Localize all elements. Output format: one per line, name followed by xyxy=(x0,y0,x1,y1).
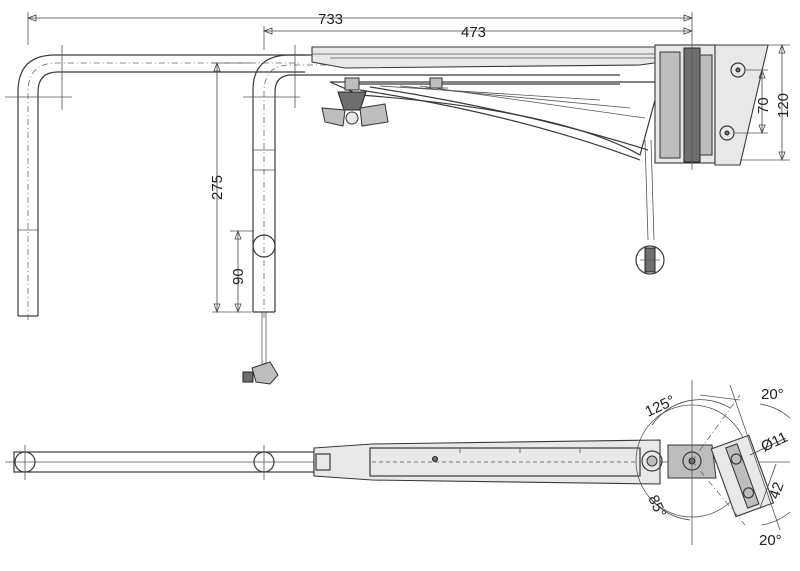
inner-rod-centerline xyxy=(263,64,620,318)
pivot-mount xyxy=(654,40,769,170)
dim-tilt-bottom: 20° xyxy=(759,532,782,549)
side-view xyxy=(5,40,769,385)
dim-tilt-top: 20° xyxy=(761,386,784,403)
dim-angle-bottom: 85° xyxy=(644,493,669,521)
top-view xyxy=(5,380,790,545)
dim-mount-height: 70 xyxy=(755,97,772,114)
dim-mount-total-height: 120 xyxy=(775,93,792,118)
inner-wiper-rod xyxy=(252,54,620,313)
dim-arm-length: 473 xyxy=(461,24,486,41)
outer-wiper-rod xyxy=(17,54,305,317)
dim-slot-length: 42 xyxy=(766,480,788,501)
dim-overall-length: 733 xyxy=(318,11,343,28)
side-view-dimensions: 733 473 275 90 70 120 xyxy=(26,11,792,314)
arm-housing xyxy=(311,46,676,69)
dim-angle-top: 125° xyxy=(643,392,678,421)
dim-hole-diameter: Ø11 xyxy=(759,429,791,456)
outer-rod-centerline xyxy=(27,62,300,320)
tilted-mount xyxy=(710,434,775,518)
adjustment-knob xyxy=(321,77,389,127)
rod-cable-plug xyxy=(251,361,279,385)
dim-lower-section: 90 xyxy=(230,268,247,285)
connector-icon xyxy=(635,245,665,275)
dim-arm-drop: 275 xyxy=(209,175,226,200)
